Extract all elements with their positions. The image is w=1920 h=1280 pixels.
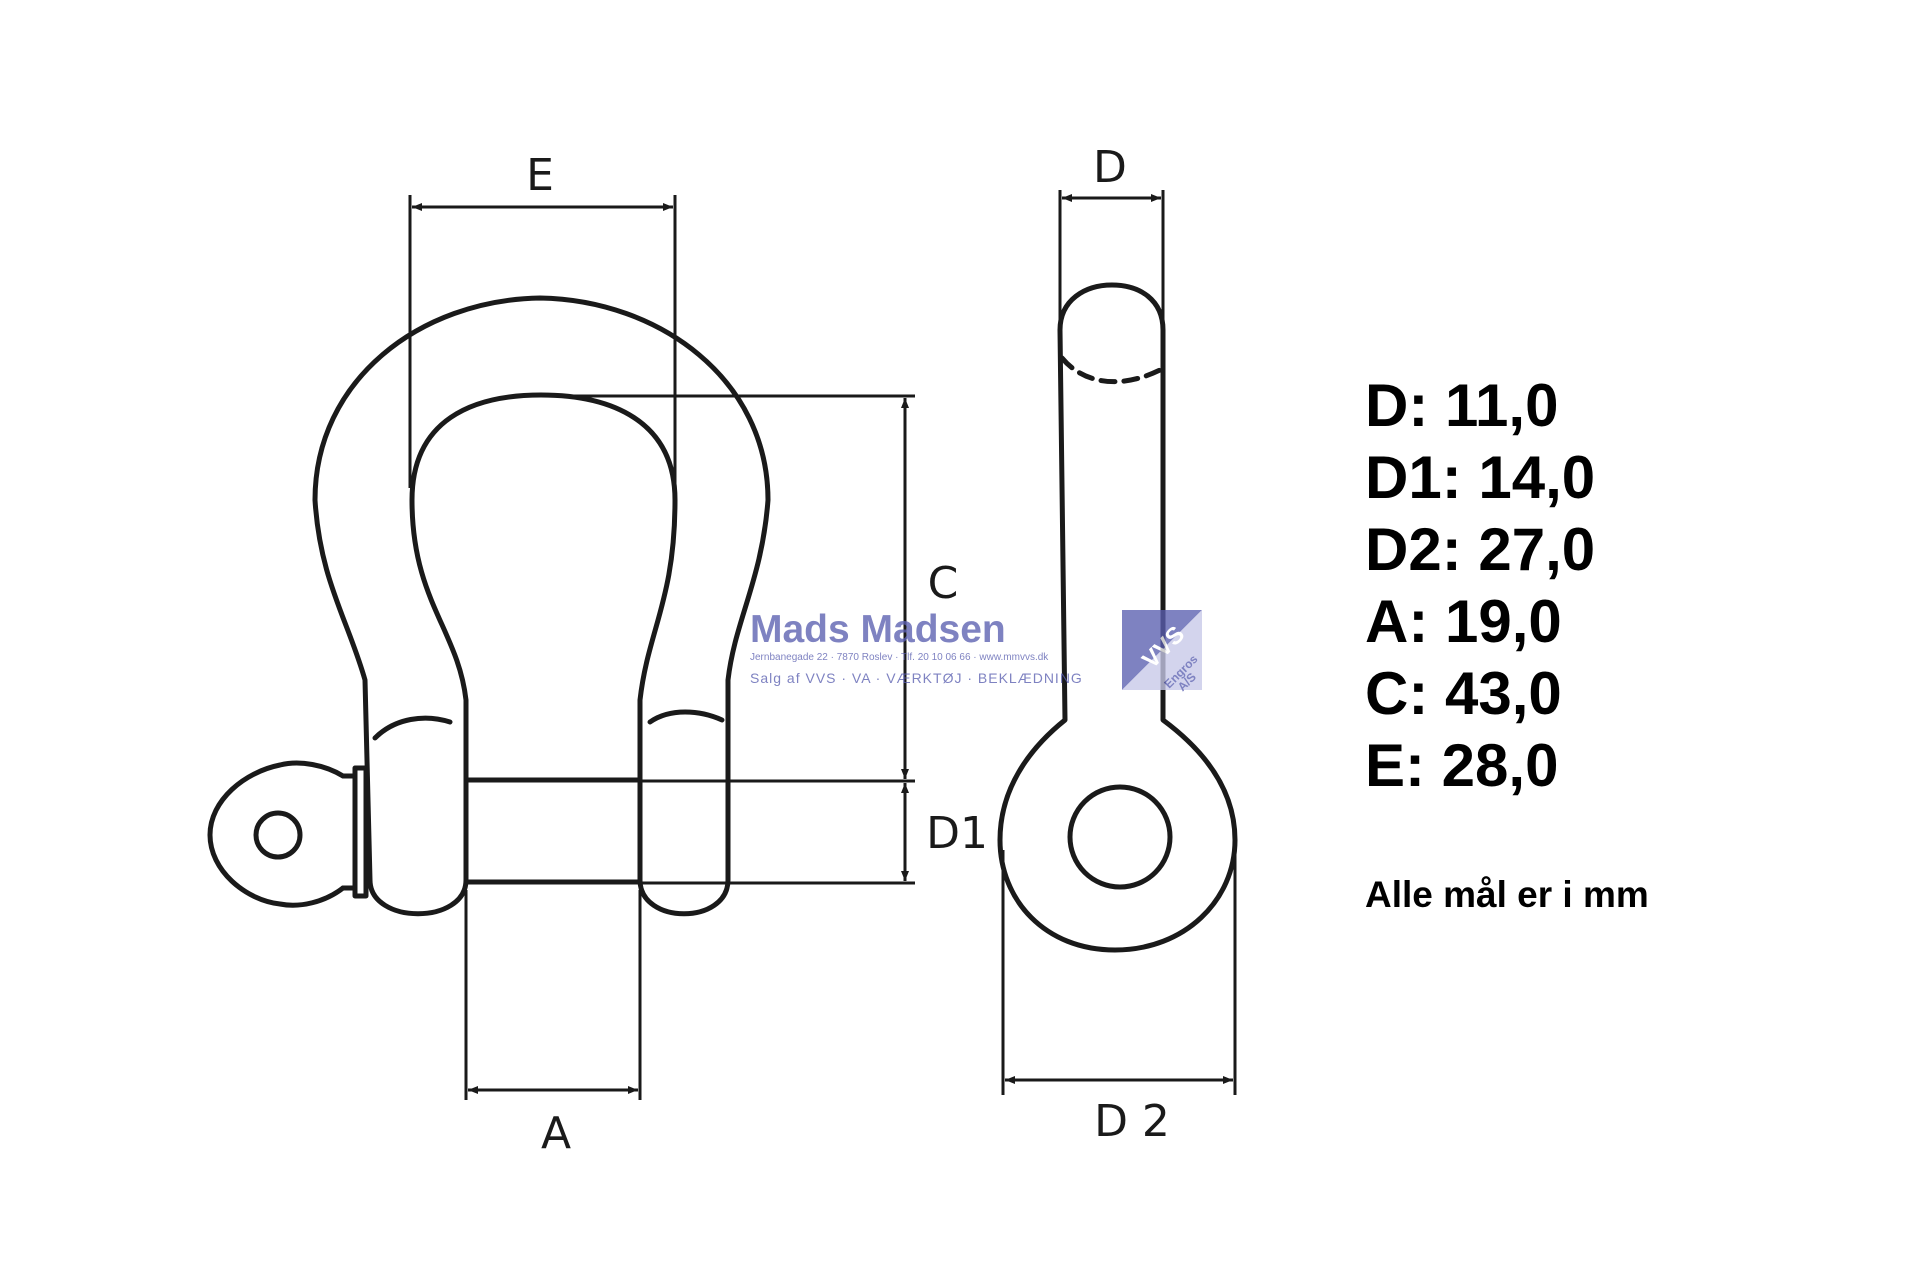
spec-a: A: 19,0 <box>1365 588 1562 655</box>
watermark-badge: VVS Engros A/S <box>1122 610 1202 694</box>
spec-c: C: 43,0 <box>1365 660 1562 727</box>
watermark-tagline: Salg af VVS · VA · VÆRKTØJ · BEKLÆDNING <box>750 670 1083 686</box>
spec-d2: D2: 27,0 <box>1365 516 1596 583</box>
side-eye-hole <box>1067 784 1173 890</box>
dim-label-c: C <box>928 558 959 609</box>
spec-e: E: 28,0 <box>1365 732 1559 799</box>
badge-light-triangle <box>1122 610 1202 690</box>
bow-outer-outline <box>312 295 771 917</box>
watermark-name: Mads Madsen <box>750 608 1006 651</box>
thread-arc-left <box>372 715 453 741</box>
spec-d1: D1: 14,0 <box>1365 444 1596 511</box>
spec-d: D: 11,0 <box>1365 372 1559 439</box>
thread-arc-right <box>647 709 725 725</box>
pin-eye-hole <box>253 810 303 860</box>
shackle-front-view <box>207 295 771 917</box>
side-pin-hidden-edge <box>1059 355 1163 385</box>
watermark-logo: Mads Madsen Jernbanegade 22 · 7870 Rosle… <box>750 608 1202 694</box>
dimension-lines <box>408 190 1237 1100</box>
bolt-pin <box>463 777 643 885</box>
pin-eye <box>207 760 346 908</box>
shackle-side-view <box>997 282 1238 953</box>
pin-collar <box>340 765 369 899</box>
dimension-spec-list: D: 11,0 D1: 14,0 D2: 27,0 A: 19,0 C: 43,… <box>1365 370 1595 802</box>
dim-label-d: D <box>1093 142 1127 193</box>
watermark-address: Jernbanegade 22 · 7870 Roslev · Tlf. 20 … <box>750 652 1049 663</box>
dim-label-d1: D1 <box>926 808 988 859</box>
dim-label-a: A <box>541 1108 571 1159</box>
dim-label-e: E <box>526 150 554 201</box>
units-note: Alle mål er i mm <box>1365 874 1649 915</box>
side-body-outline <box>997 282 1238 953</box>
dim-label-d2: D 2 <box>1094 1096 1170 1147</box>
